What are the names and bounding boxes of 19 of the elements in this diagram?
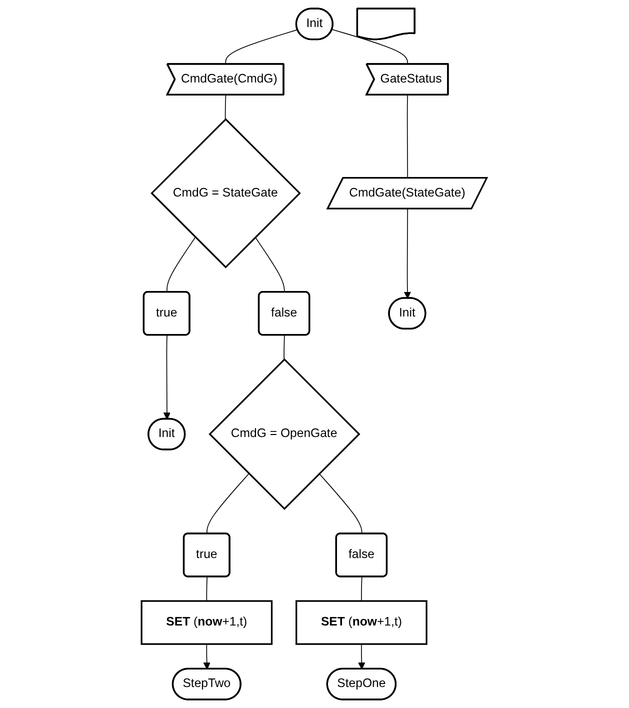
connector xyxy=(407,94,408,179)
connector xyxy=(226,29,298,65)
connector xyxy=(332,29,408,65)
connector xyxy=(284,334,286,360)
connector xyxy=(319,473,363,534)
connector xyxy=(225,94,226,120)
connector xyxy=(206,576,208,602)
node-diamond: CmdG = OpenGate xyxy=(208,358,361,510)
arrow xyxy=(204,644,211,670)
arrow xyxy=(358,644,366,670)
connector xyxy=(361,576,363,602)
arrow xyxy=(164,334,171,420)
node-box: SET (now+1,t) xyxy=(141,600,273,645)
arrow xyxy=(404,208,412,299)
node-box: SET (now+1,t) xyxy=(296,600,428,645)
node-diamond: CmdG = StateGate xyxy=(150,118,302,268)
connector xyxy=(255,236,286,293)
connector xyxy=(166,236,196,293)
connector xyxy=(206,473,250,534)
